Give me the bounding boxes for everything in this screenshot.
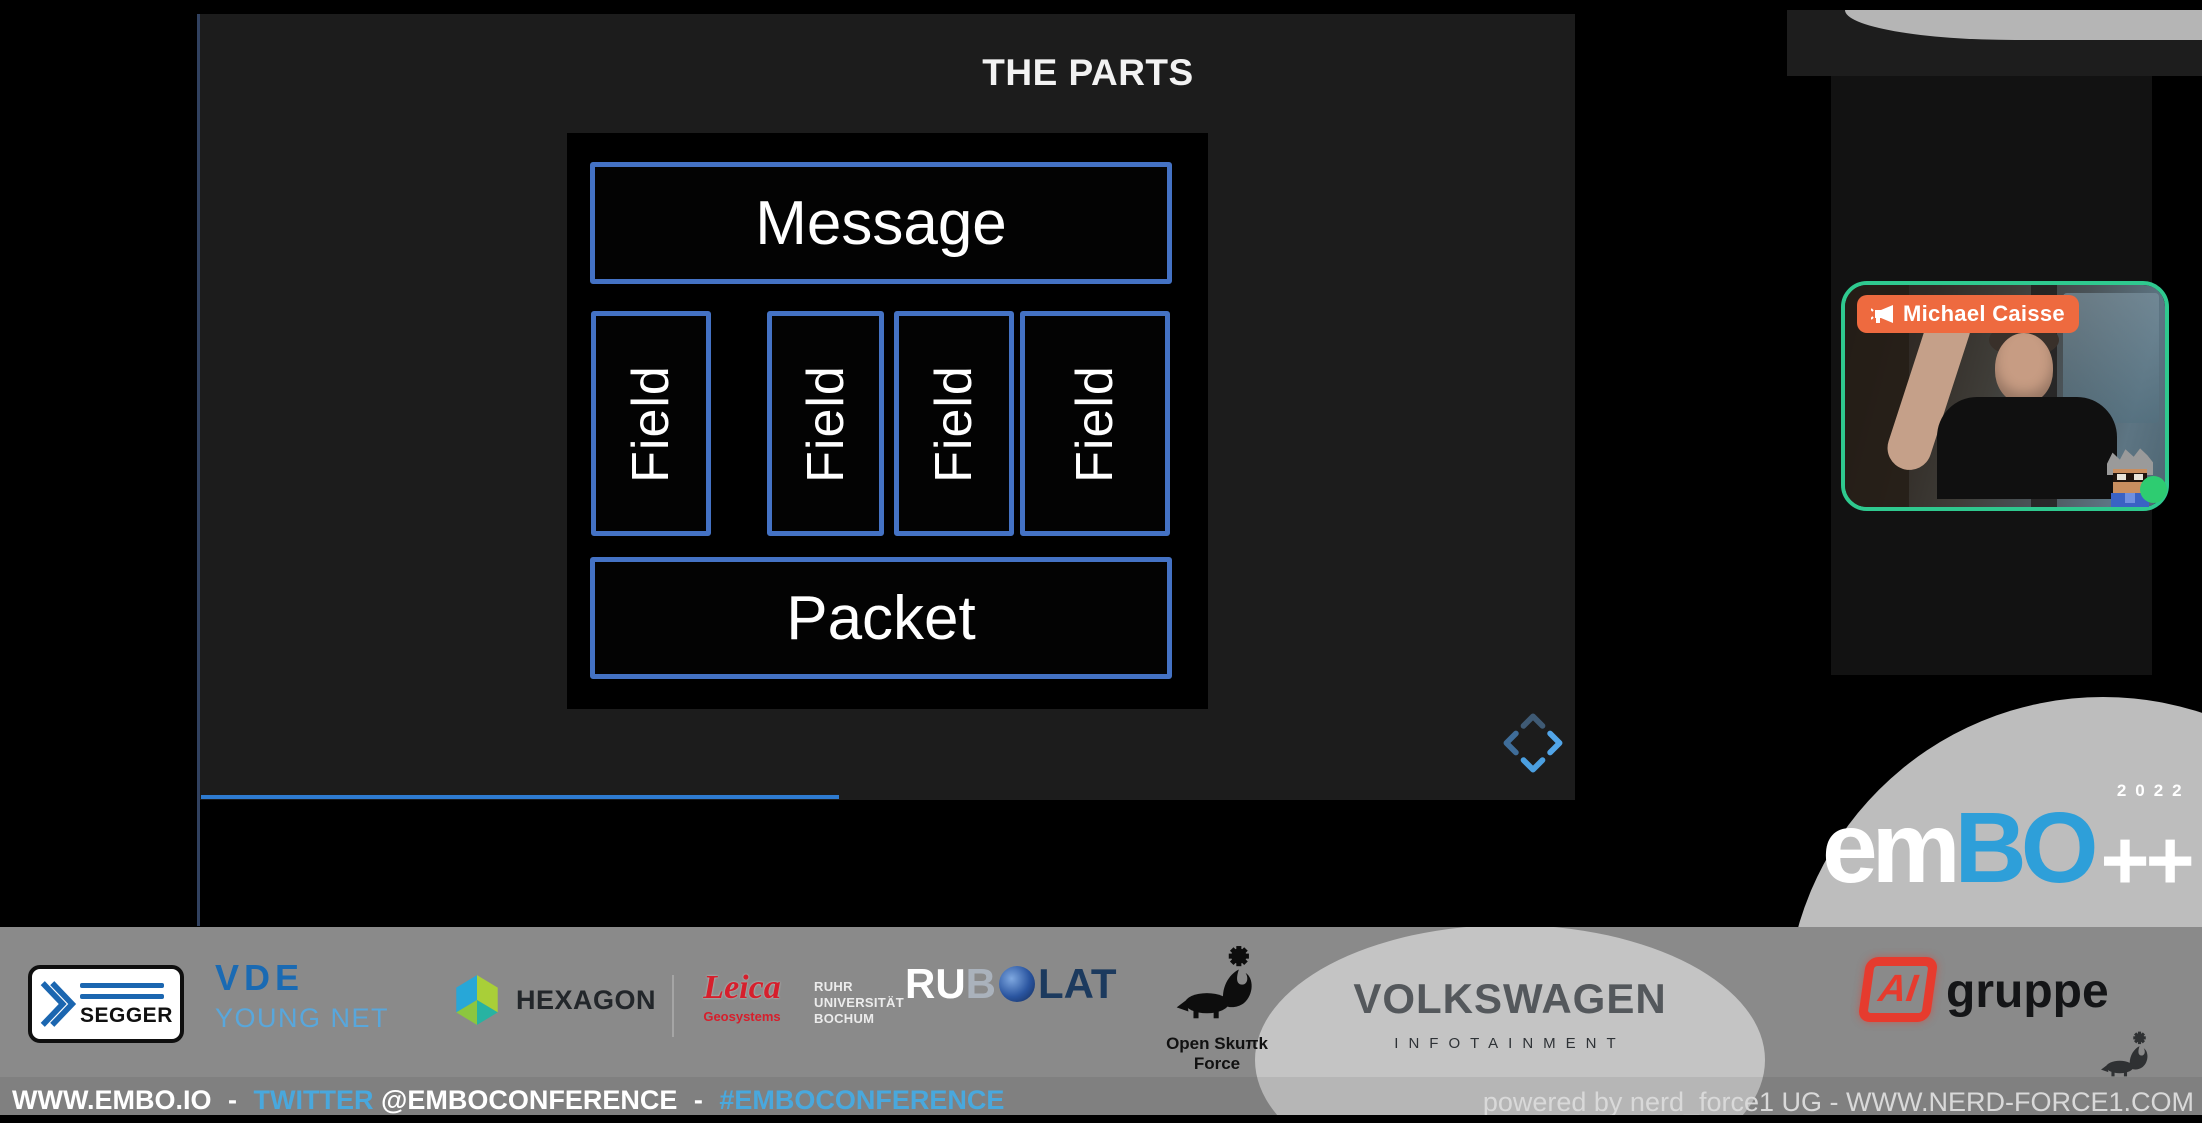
sponsor-bar: SEGGER VDE YOUNG NET HEXAGON Leica Geosy… [0, 927, 2202, 1115]
embo-logo-year: 2022 [2116, 781, 2191, 800]
vde-young-net-logo: VDE YOUNG NET [215, 957, 389, 1034]
speaker-torso [1937, 397, 2117, 499]
progress-underline [201, 795, 839, 799]
packet-label: Packet [786, 583, 976, 653]
segger-wordmark: SEGGER [80, 1004, 173, 1027]
logo-divider [672, 975, 674, 1037]
vde-young-net-wordmark: YOUNG NET [215, 1003, 390, 1033]
ai-gruppe-ai: AI [1876, 968, 1921, 1010]
shared-screen-window: THE PARTS Message Field Field Field Fiel… [198, 14, 1575, 800]
window-edge-line [197, 14, 200, 926]
diagram-box-field-3: Field [894, 311, 1014, 536]
pixel-avatar [2103, 447, 2167, 507]
ai-gruppe-mark: AI [1857, 957, 1939, 1022]
separator: - [227, 1085, 237, 1115]
rubolat-b: B [965, 960, 997, 1007]
rub-line: RUHR [814, 979, 853, 994]
leica-logo: Leica Geosystems [690, 969, 794, 1024]
powered-by-credit: powered by nerd_force1 UG - WWW.NERD-FOR… [1482, 1087, 2194, 1115]
skunk-icon [1175, 939, 1259, 1027]
segger-bar [80, 994, 164, 999]
segger-logo: SEGGER [28, 965, 184, 1043]
leica-geosystems-label: Geosystems [703, 1009, 781, 1024]
embo-logo: em BO 2022 ++ [1822, 782, 2195, 907]
embo-logo-bo: BO [1954, 792, 2099, 904]
hashtag-link: #EMBOCONFERENCE [719, 1085, 1005, 1115]
webcam-overlay: Michael Caisse [1841, 281, 2169, 511]
bottom-black-strip [0, 1115, 2202, 1123]
message-label: Message [755, 188, 1007, 258]
ruhr-universitaet-bochum-logo: RUHR UNIVERSITÄT BOCHUM [814, 979, 904, 1027]
rubolat-lat: LAT [1038, 960, 1117, 1007]
segger-chevrons-icon [40, 981, 76, 1027]
leica-wordmark: Leica [703, 969, 781, 1006]
field-label: Field [1066, 364, 1124, 483]
speaker-face [1995, 333, 2053, 403]
slide-navigation-diamond-icon[interactable] [1495, 705, 1571, 781]
skunk-icon [2100, 1027, 2152, 1082]
rub-line: BOCHUM [814, 1011, 875, 1026]
footer-strip [0, 1077, 2202, 1115]
field-label: Field [622, 364, 680, 483]
embo-logo-plus-wrap: 2022 ++ [2100, 782, 2195, 907]
diagram-box-field-4: Field [1020, 311, 1170, 536]
field-label: Field [796, 364, 855, 483]
vde-wordmark: VDE [215, 957, 305, 998]
open-skunk-force-logo: Open Skuπk Force [1142, 939, 1292, 1074]
avatar-glasses [2113, 473, 2147, 482]
megaphone-icon [1871, 305, 1893, 323]
diagram-box-message: Message [590, 162, 1172, 284]
rubolat-logo: RU B LAT [905, 963, 1117, 1005]
chevron-right-icon[interactable] [1547, 730, 1563, 756]
segger-logo-right: SEGGER [80, 980, 173, 1028]
diagram-box-field-1: Field [591, 311, 711, 536]
hexagon-icon [456, 975, 498, 1025]
avatar-collar [2125, 493, 2135, 503]
hexagon-logo: HEXAGON [452, 971, 656, 1029]
field-label: Field [925, 364, 983, 483]
volkswagen-infotainment-logo: VOLKSWAGEN INFOTAINMENT [1300, 975, 1720, 1052]
footer-links: WWW.EMBO.IO - TWITTER @EMBOCONFERENCE - … [12, 1085, 1004, 1115]
separator: - [693, 1085, 703, 1115]
diagram-box-packet: Packet [590, 557, 1172, 679]
speaker-name-tag: Michael Caisse [1857, 295, 2079, 333]
slide-diagram-panel: Message Field Field Field Field Packet [567, 133, 1208, 709]
ai-gruppe-logo: AI gruppe [1857, 957, 2109, 1022]
twitter-link: TWITTER [253, 1085, 374, 1115]
rub-line: UNIVERSITÄT [814, 995, 904, 1010]
slide-title: THE PARTS [982, 52, 1194, 93]
hexagon-wordmark: HEXAGON [516, 984, 657, 1015]
embo-logo-em: em [1822, 792, 1961, 904]
embo-site-link: WWW.EMBO.IO [12, 1085, 212, 1115]
volkswagen-wordmark: VOLKSWAGEN [1353, 975, 1667, 1022]
rubolat-ru: RU [905, 960, 966, 1007]
speaker-name: Michael Caisse [1903, 301, 2065, 326]
infotainment-label: INFOTAINMENT [1394, 1035, 1626, 1052]
chevron-down-icon[interactable] [1520, 757, 1546, 773]
twitter-handle: @EMBOCONFERENCE [381, 1085, 678, 1115]
open-skunk-force-label: Open Skuπk Force [1166, 1034, 1268, 1073]
ai-gruppe-wordmark: gruppe [1946, 965, 2109, 1018]
globe-icon [999, 966, 1036, 1002]
avatar-eye [2117, 474, 2126, 480]
online-status-dot [2140, 476, 2167, 503]
avatar-eye [2134, 474, 2143, 480]
chevron-up-icon[interactable] [1520, 713, 1546, 729]
embo-logo-plusplus: ++ [2100, 813, 2195, 907]
segger-bar [80, 983, 164, 988]
chevron-left-icon[interactable] [1503, 730, 1519, 756]
diagram-box-field-2: Field [767, 311, 884, 536]
